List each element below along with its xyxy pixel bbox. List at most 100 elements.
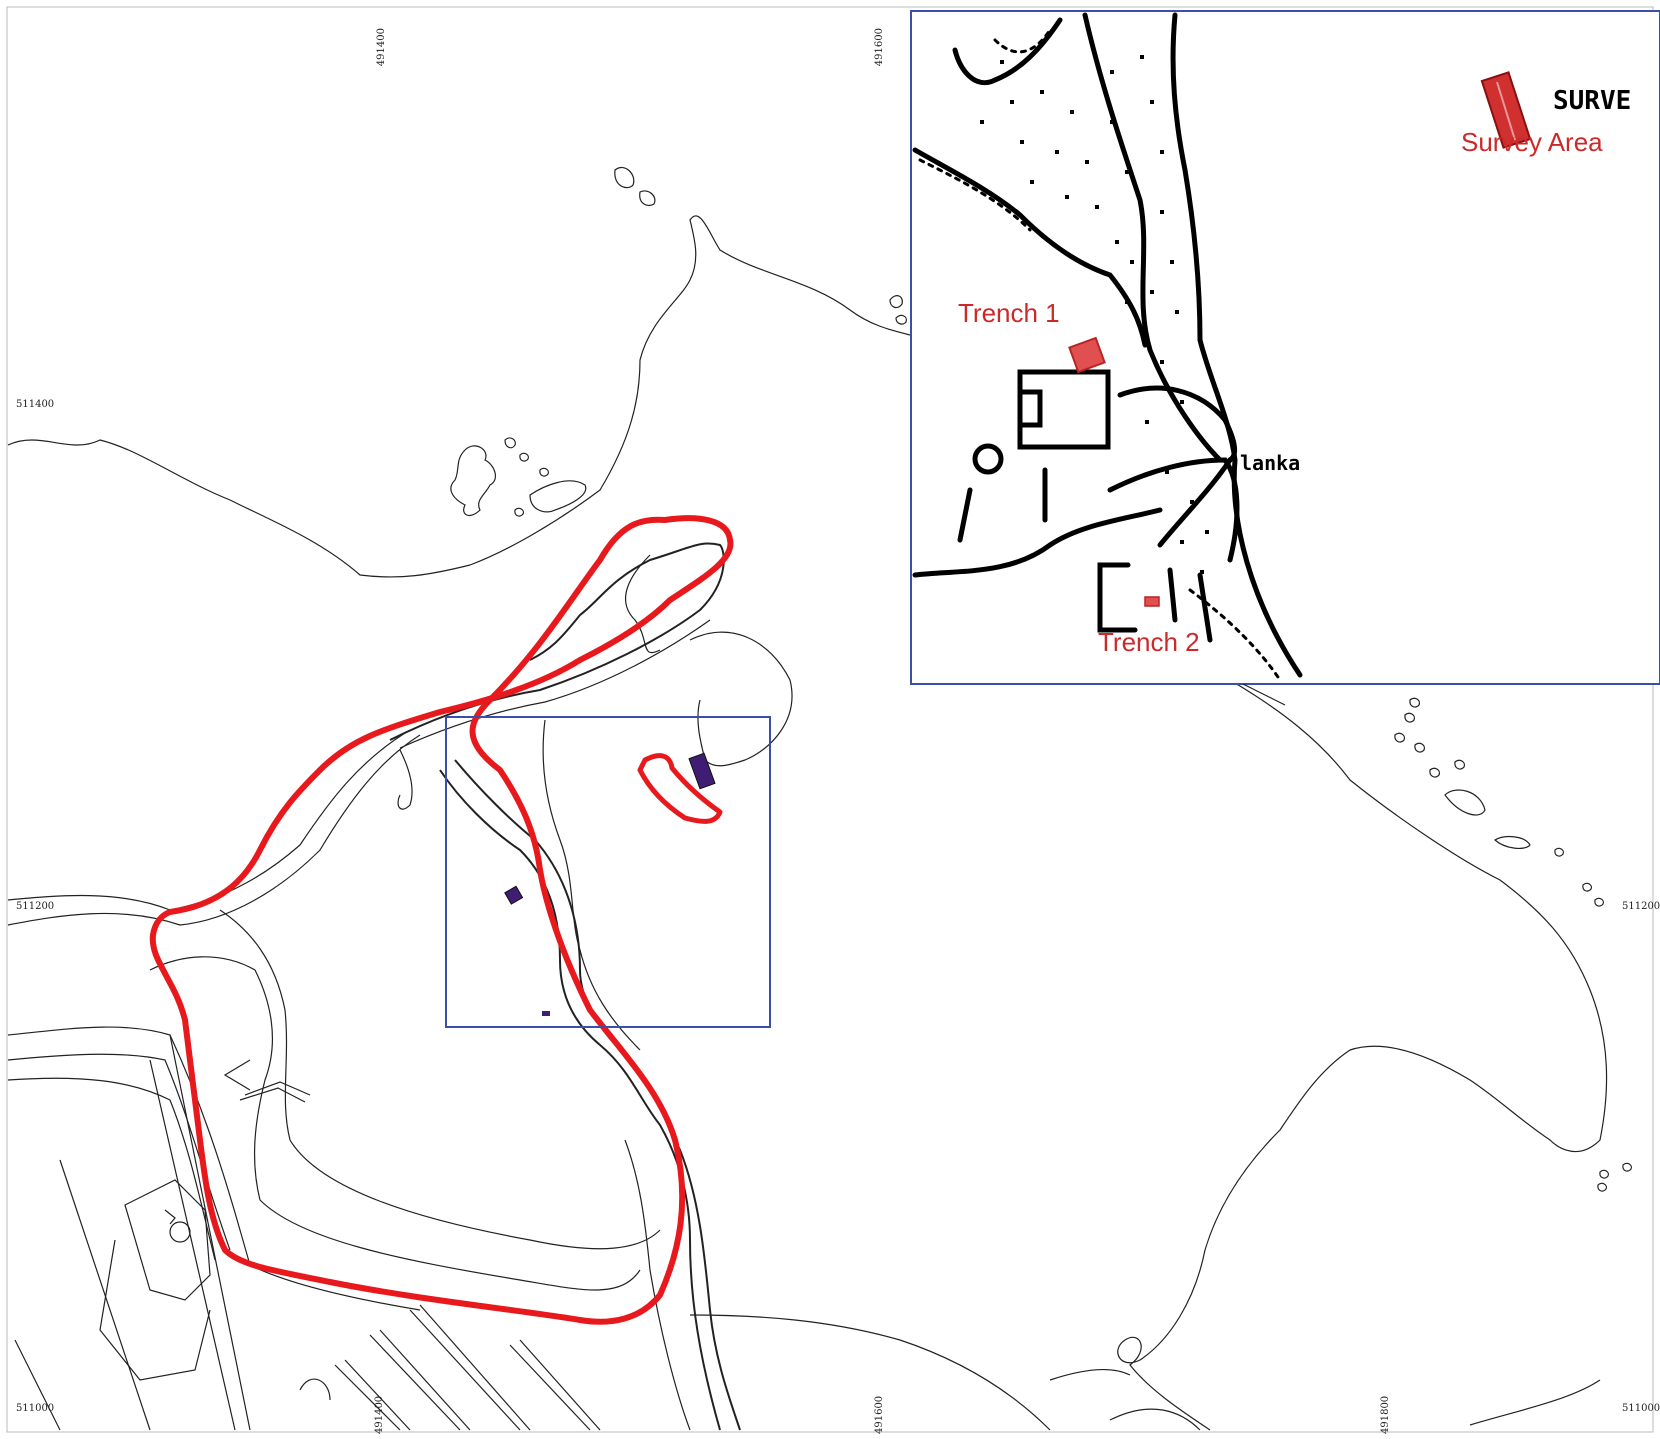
islet xyxy=(1404,712,1415,723)
islet xyxy=(504,437,516,449)
detail-frame xyxy=(445,716,771,1028)
inset-trench-1-marker xyxy=(1068,336,1106,374)
inset-circle xyxy=(972,443,1004,475)
lot-shape xyxy=(124,1179,211,1301)
road-diag-3 xyxy=(59,1159,151,1431)
label-y-left-511200: 511200 xyxy=(16,901,54,912)
islet xyxy=(1444,789,1486,816)
islet xyxy=(1597,1182,1607,1192)
contour-2 xyxy=(219,909,661,1250)
contour-3 xyxy=(223,1059,251,1091)
roundabout xyxy=(169,1221,191,1243)
inset-lettering-survey: SURVE xyxy=(1553,86,1631,116)
islet xyxy=(889,295,903,309)
road-diag-4 xyxy=(14,1339,61,1431)
islet xyxy=(514,507,524,517)
pier xyxy=(244,1081,311,1096)
label-survey-area: Survey Area xyxy=(1461,127,1603,157)
site-boundary xyxy=(149,515,734,1325)
inset-trench-2-marker xyxy=(1144,596,1160,607)
field-line xyxy=(379,1329,471,1431)
inset-road-4 xyxy=(1157,457,1233,548)
islet-cluster xyxy=(529,480,587,513)
east-lagoon xyxy=(689,631,793,767)
inset-lettering-lanes: lanka xyxy=(1240,451,1300,475)
peninsula-edge-2 xyxy=(399,619,711,749)
islet xyxy=(1414,742,1425,753)
inset-dots xyxy=(980,55,1209,574)
field-line xyxy=(409,1309,521,1431)
inset-building-1-notch xyxy=(1017,389,1043,428)
road-diag-2 xyxy=(149,1059,236,1431)
islet xyxy=(1409,697,1420,708)
inset-building-1 xyxy=(1017,369,1111,450)
islet xyxy=(1599,1169,1609,1179)
inset-survey-hatch xyxy=(1496,81,1516,141)
peninsula-inner xyxy=(625,554,661,654)
label-y-right-511000: 511000 xyxy=(1622,1403,1660,1414)
river-4 xyxy=(624,1139,691,1431)
inset-linework xyxy=(912,12,1303,682)
inset-map: SURVE lanka Trench 1 Trench 2 Survey Are… xyxy=(910,10,1660,685)
inset-building-2 xyxy=(1097,562,1138,633)
field-line xyxy=(369,1334,461,1431)
label-x-top-491600: 491600 xyxy=(874,28,885,66)
inset-connector xyxy=(1242,683,1286,706)
inset-river-right xyxy=(1170,12,1303,678)
road-west-1 xyxy=(7,1026,421,1311)
field-line xyxy=(519,1339,601,1431)
inset-line-d xyxy=(1197,572,1213,643)
field-line xyxy=(334,1364,401,1431)
islet xyxy=(1622,1162,1632,1172)
river-1 xyxy=(439,769,721,1431)
islet xyxy=(519,452,529,462)
basemap-lines xyxy=(7,166,1632,1431)
islet xyxy=(1582,882,1592,892)
label-x-bottom-491800: 491800 xyxy=(1380,1396,1391,1434)
coast-bottom-3 xyxy=(1469,1379,1601,1426)
label-x-top-491400: 491400 xyxy=(376,28,387,66)
islet xyxy=(1394,732,1405,743)
coast-bottom-2 xyxy=(1109,1408,1201,1431)
inset-background xyxy=(910,10,1660,685)
islet xyxy=(1429,767,1440,778)
inset-road xyxy=(1117,385,1238,463)
inset-hatch-bank xyxy=(1188,588,1282,682)
coastline-se xyxy=(1117,682,1608,1431)
road-diag-1 xyxy=(169,1034,251,1431)
islet-cluster xyxy=(450,445,497,517)
inset-road-2 xyxy=(1107,457,1240,563)
inset-line-c xyxy=(1167,567,1178,623)
label-x-bottom-491400: 491400 xyxy=(374,1396,385,1434)
field-line xyxy=(344,1359,411,1431)
islet xyxy=(639,190,656,207)
inset-hatch-bank-3 xyxy=(993,28,1052,54)
label-y-right-511200: 511200 xyxy=(1622,901,1660,912)
islet xyxy=(1454,759,1465,770)
label-y-left-511000: 511000 xyxy=(16,1403,54,1414)
islet xyxy=(614,166,635,189)
shore-west-2 xyxy=(7,734,421,926)
coastline-se-2 xyxy=(1049,1368,1131,1381)
field-line xyxy=(419,1304,531,1431)
inset-road-3 xyxy=(912,507,1163,578)
shore-west xyxy=(7,729,411,911)
label-trench-2: Trench 2 xyxy=(1098,627,1200,657)
grid-labels: 491400 491600 511400 511200 511000 51120… xyxy=(16,28,1660,1434)
river-5 xyxy=(397,749,413,810)
feature-trench-2 xyxy=(504,885,524,905)
river-3 xyxy=(542,719,641,1051)
feature-trench-1 xyxy=(688,752,716,790)
inset-hatch-bank-2 xyxy=(918,158,1032,232)
label-trench-1: Trench 1 xyxy=(958,298,1060,328)
islet xyxy=(1594,897,1604,907)
inset-line-a xyxy=(957,487,973,543)
field-line xyxy=(509,1344,591,1431)
islet xyxy=(1554,847,1564,857)
field-line xyxy=(299,1378,331,1401)
inset-bank-ne xyxy=(952,17,1063,86)
red-enclosure xyxy=(637,753,723,824)
inset-bank-w xyxy=(912,147,1148,348)
feature-small xyxy=(542,1011,550,1016)
